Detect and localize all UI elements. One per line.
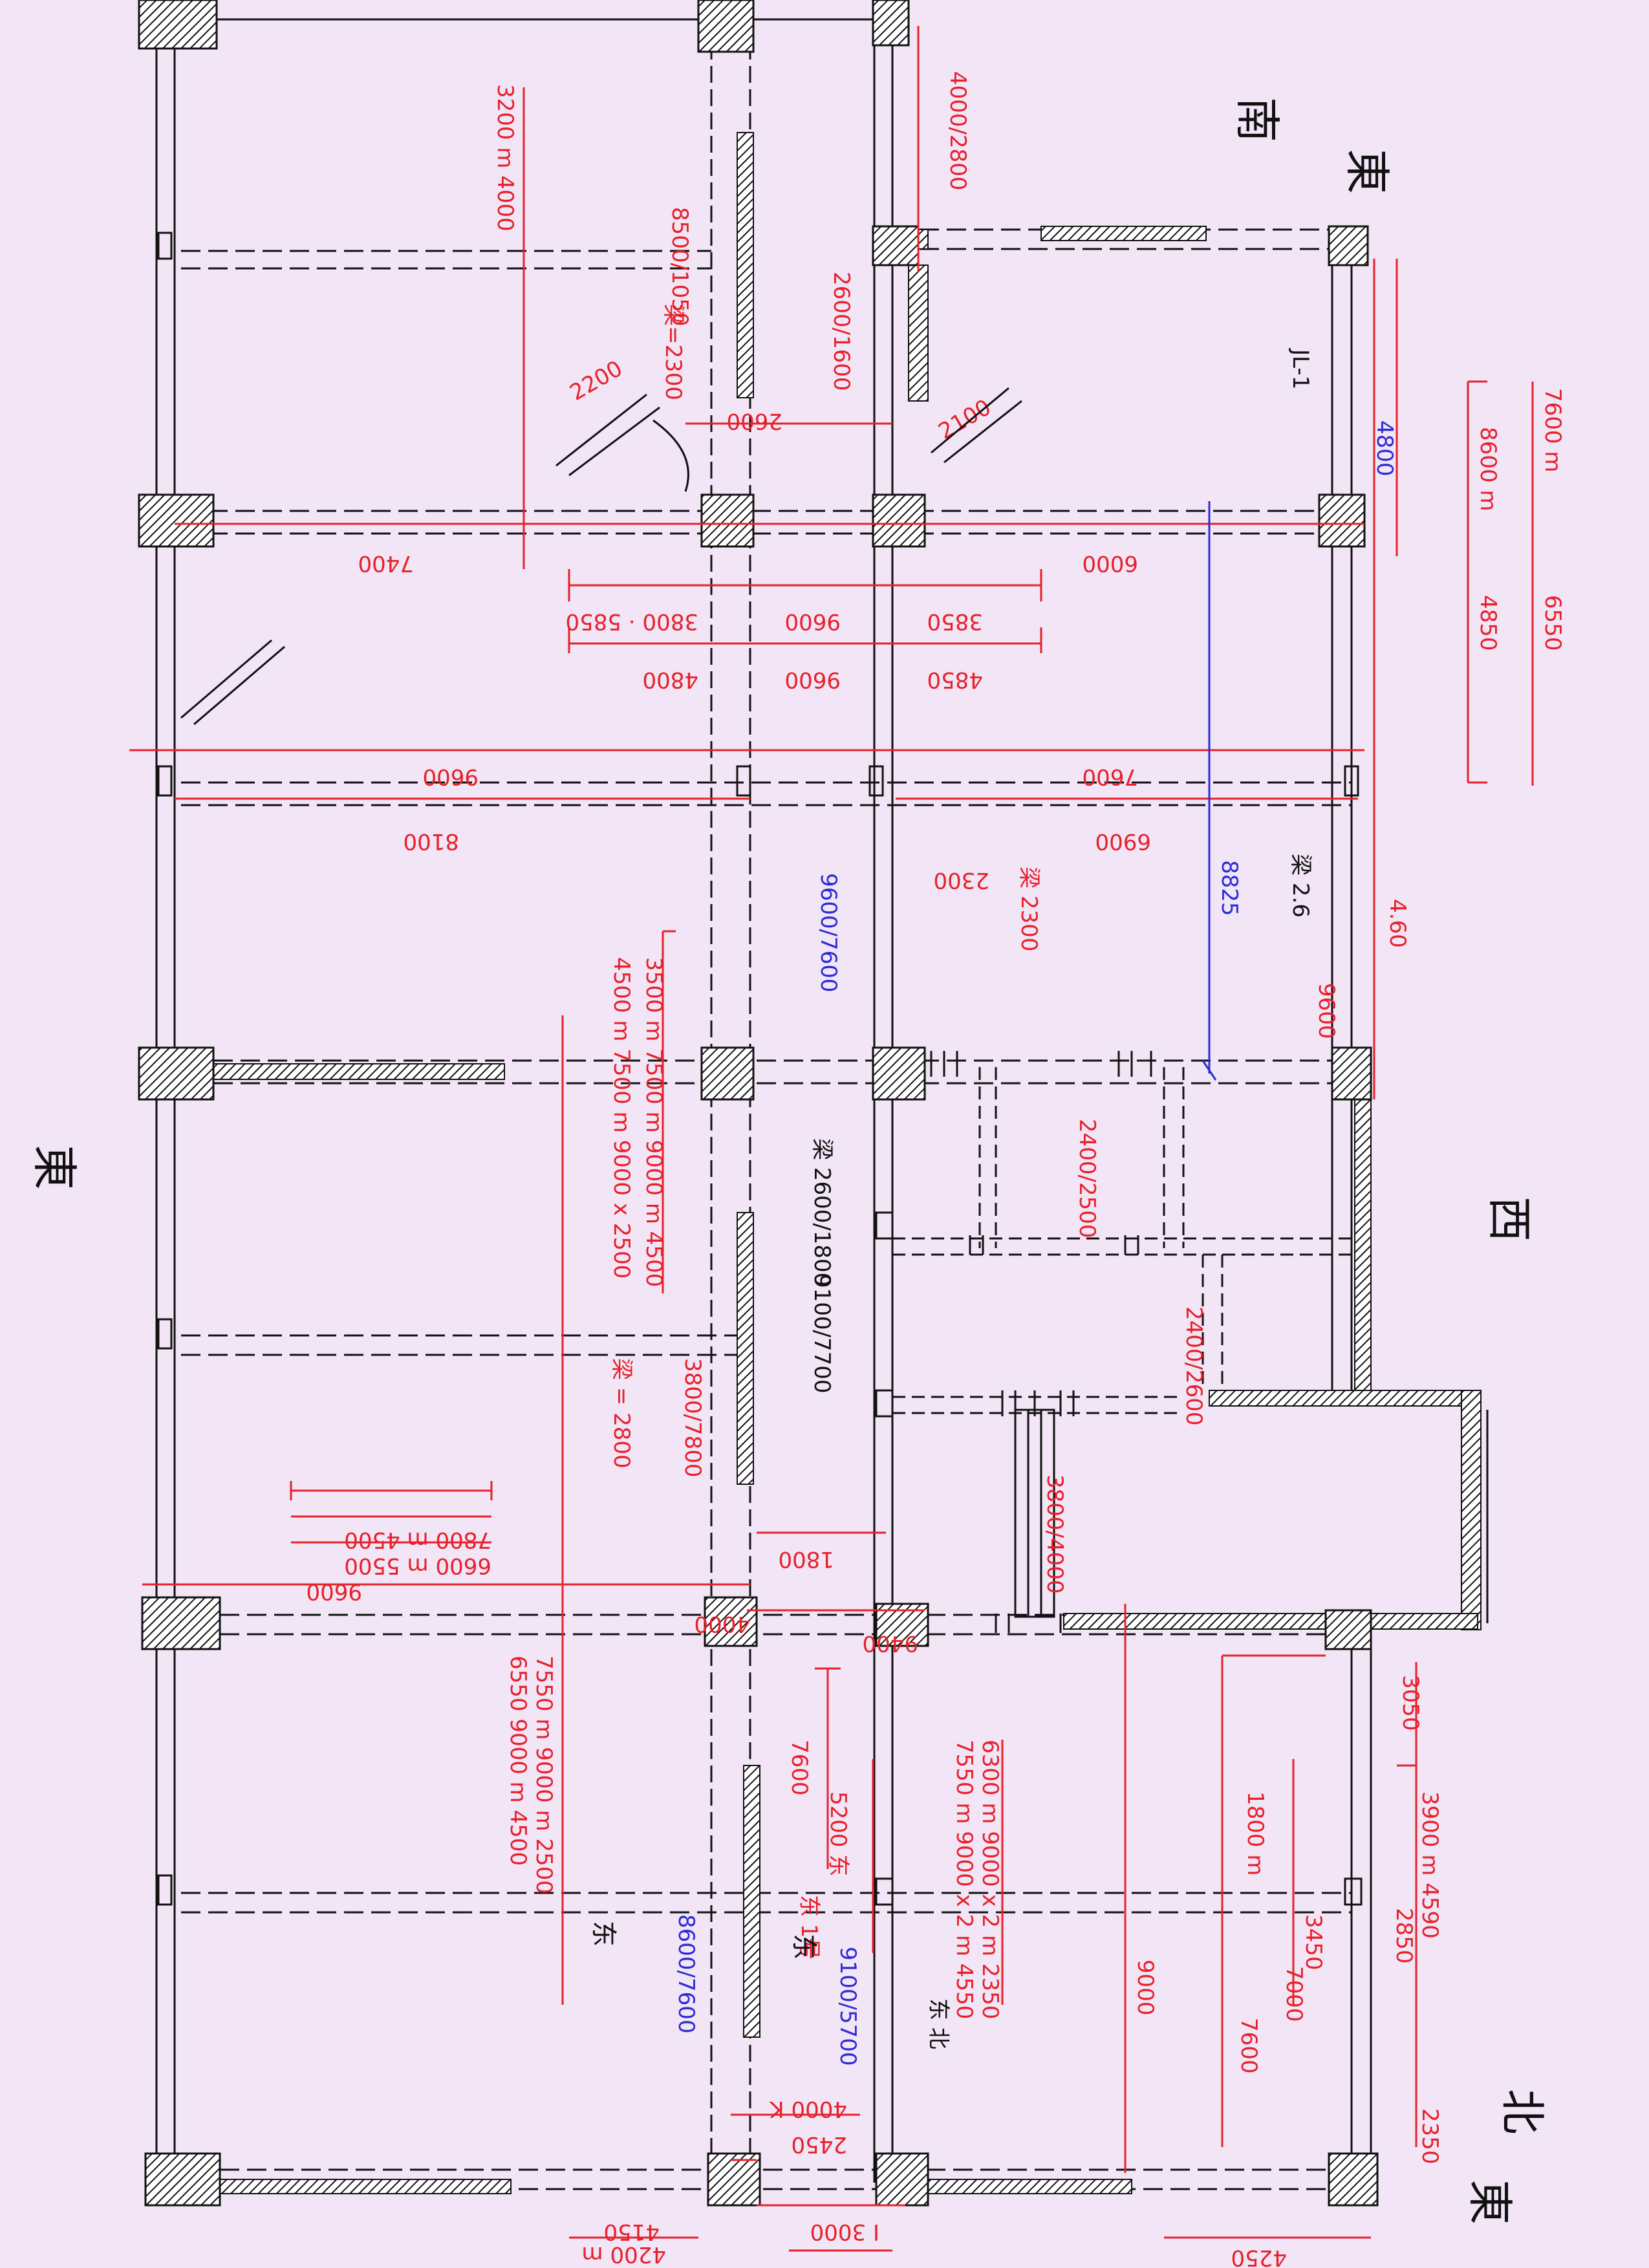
note-dim-a2: 9600: [784, 609, 841, 634]
annotations: 3200 m 4000 4000/2800 2200 2100 梁=2300 8…: [306, 71, 1566, 2268]
note-label-top-mid: 2600/1600: [828, 272, 854, 391]
note-row2-right: 7600: [1082, 764, 1138, 790]
note-mid-left-col: 3800/7800: [680, 1358, 706, 1478]
note-lower-mid-b: 5200 东: [825, 1791, 851, 1876]
note-beam-center: 梁 2600/1800: [809, 1138, 835, 1286]
note-lower-right-big: 9000: [1132, 1960, 1158, 2016]
note-top-col-a: 3200 m 4000: [492, 84, 518, 232]
note-bottom-1: 4150: [603, 2219, 660, 2245]
note-right-col-d: 7000: [1281, 1966, 1307, 2022]
note-top-vert: 4000/2800: [945, 71, 971, 191]
note-box-r1: 7600 m: [1540, 388, 1566, 472]
note-blue-center: 9100/7700: [809, 1274, 835, 1394]
char-small-1: 东: [588, 1921, 618, 1947]
note-row2-left: 9600: [422, 764, 479, 790]
note-r-3050: 3050: [1397, 1675, 1423, 1731]
char-left: 東: [28, 1145, 81, 1190]
note-blue-vert-2: 8825: [1216, 860, 1242, 916]
note-right-col-c: 3450: [1300, 1914, 1326, 1971]
note-label-top-mid2: 2600: [726, 408, 782, 434]
note-lower-mid-right-a: 6300 m 9000 x 2 m 2350: [977, 1740, 1003, 2019]
note-4800: 4800: [1372, 420, 1397, 477]
note-r-vert2: 9600: [1313, 983, 1339, 1039]
note-left-block-2: 6600 m 5500: [344, 1553, 491, 1579]
note-beam-top: 梁=2300: [660, 304, 686, 400]
note-bottom-6: 4250: [1231, 2245, 1287, 2268]
note-stair-mid: 2300: [933, 867, 989, 893]
note-bottom-4: 4000 K: [769, 2096, 847, 2122]
blue-markup-lines: [1202, 501, 1217, 1081]
note-box-r2: 8600 m: [1475, 427, 1501, 511]
note-right-col-b: 7600: [1236, 2018, 1262, 2074]
note-r1-right: 6000: [1082, 550, 1138, 576]
note-r-vert: 4.60: [1385, 899, 1410, 948]
note-bottom-3: 2450: [791, 2132, 847, 2157]
note-row4-l: 9400: [862, 1630, 918, 1656]
note-stair-mid-char: 梁 2300: [1016, 867, 1042, 951]
note-row2-below-left: 8100: [403, 828, 459, 854]
red-markup-lines: [129, 26, 1534, 2252]
note-bottom-5: I 3000: [810, 2219, 879, 2245]
note-right-col-f: 2850: [1391, 1908, 1417, 1964]
char-small-2: 东: [789, 1934, 819, 1960]
note-lower-col-b: 6550 9000 m 4500: [505, 1656, 531, 1866]
char-west: 西: [1483, 1196, 1536, 1242]
note-mid-left-beam: 梁 = 2800: [609, 1358, 634, 1469]
note-r1-left: 7400: [358, 550, 414, 576]
handwritten-chars: 北 東 南 東 西 東 东 东: [28, 97, 1549, 2225]
stair-sketches: [180, 387, 1022, 726]
note-left-block-1: 9600: [306, 1579, 362, 1604]
note-dim-b3: 4850: [927, 667, 983, 693]
note-right-col-a: 1800 m: [1242, 1791, 1268, 1875]
note-dim-a1: 3800 · 5850: [566, 609, 698, 634]
note-mid-3800: 3800/4000: [1042, 1474, 1068, 1594]
note-right-col-e: 3900 m 4590: [1417, 1791, 1443, 1939]
note-dim-a3: 3850: [927, 609, 983, 634]
hatched-columns: [138, 0, 1379, 2207]
note-dim-b2: 9600: [784, 667, 841, 693]
note-row2-below-right: 6900: [1095, 828, 1151, 854]
opening-marks: [157, 232, 1363, 1906]
note-bottom-char: 东 北: [925, 1998, 951, 2049]
note-blue-vert-1: 9600/7600: [815, 873, 841, 993]
note-box-r3: 6550: [1540, 595, 1566, 651]
note-blue-lower-left: 8600/7600: [673, 1914, 699, 2034]
note-label-top-left: 8500/1050: [667, 207, 693, 327]
hatched-walls: [213, 132, 1482, 2194]
note-center-right-1: 2400/2500: [1074, 1119, 1100, 1238]
char-top-r1: 南: [1231, 97, 1284, 142]
note-blue-lower-right: 9100/5700: [835, 1947, 861, 2066]
note-lower-mid-c: 东 1号: [796, 1895, 822, 1960]
note-beam-mid: 梁 2.6: [1288, 854, 1313, 918]
note-center-col-1: 3500 m 7500 m 9000 m 4500: [641, 957, 667, 1287]
note-lower-mid-a: 7600: [786, 1740, 812, 1796]
note-dim-b1: 4800: [642, 667, 698, 693]
note-bottom-7: 2350: [1417, 2108, 1443, 2165]
note-center-col-2: 4500 m 7500 m 9000 x 2500: [609, 957, 634, 1279]
note-box-r4: 4850: [1475, 595, 1501, 651]
note-bottom-2: 4200 m: [582, 2241, 666, 2267]
note-jl: JL-1: [1288, 348, 1313, 389]
note-lower-mid-right-b: 7550 m 9000 x 2 m 4550: [951, 1740, 977, 2019]
char-top-r2: 東: [1341, 149, 1394, 194]
note-lower-col-a: 7550 m 9000 m 2500: [531, 1656, 557, 1894]
char-east: 東: [1463, 2179, 1516, 2225]
note-mid-1800: 1800: [778, 1546, 834, 1572]
note-row4-m: 4000: [694, 1611, 750, 1637]
note-center-right-2: 2400/2600: [1181, 1306, 1207, 1426]
note-left-block-3: 7800 m 4500: [344, 1527, 491, 1553]
char-north: 北: [1496, 2089, 1549, 2134]
